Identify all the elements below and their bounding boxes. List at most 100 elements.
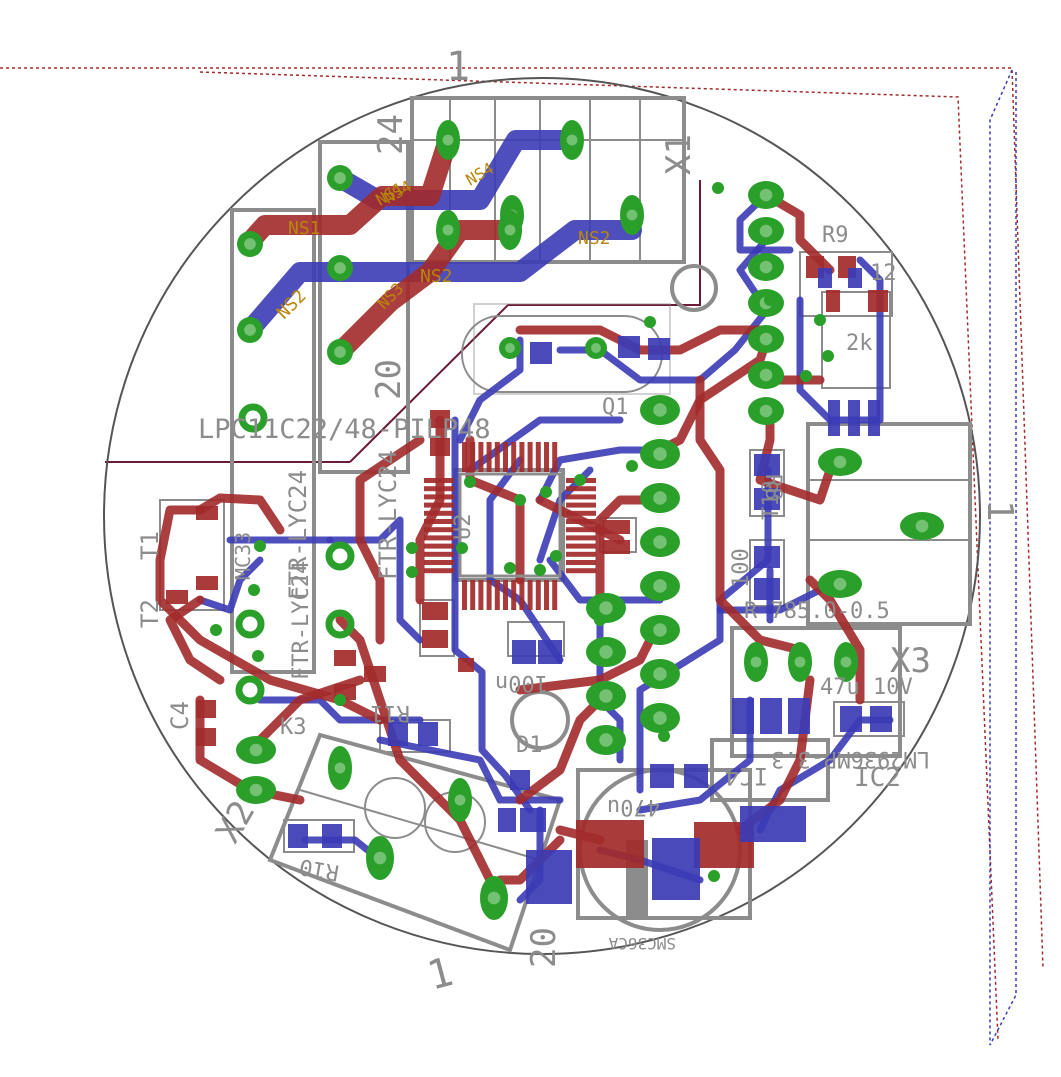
- mark-bottom: 1: [423, 949, 458, 1000]
- header-j-pad-hole: [759, 260, 773, 274]
- connector-a-pin: [235, 675, 265, 705]
- top-copper-traces: [155, 130, 865, 905]
- label-100n: 100n: [495, 670, 548, 695]
- mcu-pin-bottom: [552, 580, 558, 610]
- connector-b-pin: [327, 339, 353, 365]
- connector-a-pin: [235, 609, 265, 639]
- mcu-qfp48: [424, 442, 596, 610]
- mcu-pin-left: [424, 568, 454, 574]
- via: [456, 542, 468, 554]
- terminal-x1-pad: [436, 210, 460, 250]
- via: [658, 730, 670, 742]
- header-l-pad: [586, 637, 626, 667]
- terminal-x2-pad: [366, 836, 394, 880]
- mcu-pin-right: [566, 519, 596, 524]
- via: [464, 476, 476, 488]
- terminal-x1-pad-hole: [626, 209, 638, 221]
- crystal-pad: [585, 337, 607, 359]
- silkscreen-labels: 1 1 1 X1 X2 X3 24 20 20 LPC11C22/48-PILP…: [136, 44, 1020, 1000]
- mcu-pin-left: [424, 486, 454, 492]
- mcu-pin-left: [424, 527, 454, 533]
- via: [534, 564, 546, 576]
- header-l-pad-hole: [599, 689, 613, 703]
- label-100: 100: [729, 548, 754, 588]
- mcu-pin-bottom: [535, 580, 541, 610]
- mcu-pin-bottom: [478, 580, 484, 610]
- mcu-pin-top: [462, 442, 467, 472]
- mcu-pin-right: [566, 502, 596, 508]
- header-k-pad-hole: [653, 491, 667, 505]
- via: [644, 316, 656, 328]
- mcu-pin-left: [424, 494, 454, 500]
- connector-b-pin: [325, 609, 355, 639]
- label-t1: T1: [136, 531, 164, 560]
- via: [248, 584, 260, 596]
- mcu-pin-bottom: [470, 580, 476, 610]
- mcu-pin-right: [566, 568, 596, 574]
- header-j-pad-hole: [759, 368, 773, 382]
- header-k-pad-hole: [653, 403, 667, 417]
- connector-b-pin: [327, 255, 353, 281]
- terminal-x2-pad: [236, 776, 276, 804]
- mcu-pin-left: [424, 551, 454, 557]
- header-k-pad-hole: [653, 623, 667, 637]
- regulator-pad: [744, 642, 768, 682]
- mcu-pin-left: [424, 560, 454, 565]
- label-lm: LM2936MP-3.3: [771, 746, 930, 771]
- terminal-x2-pad-hole: [334, 762, 346, 774]
- mcu-pin-top: [478, 442, 484, 472]
- regulator-pad-hole: [840, 656, 852, 668]
- via: [712, 182, 724, 194]
- via: [254, 540, 266, 552]
- connector-b-pin-hole: [334, 346, 346, 358]
- terminal-x1-pad: [436, 120, 460, 160]
- mcu-pin-right: [566, 510, 596, 516]
- mark-right: 1: [979, 500, 1020, 522]
- label-q1: Q1: [602, 395, 629, 420]
- header-k-pad: [640, 527, 680, 557]
- mcu-pin-left: [424, 543, 454, 549]
- mcu-pin-bottom: [462, 580, 467, 610]
- via: [800, 370, 812, 382]
- via: [514, 494, 526, 506]
- label-ftr-b: FTR-LYC24: [374, 450, 402, 580]
- via: [814, 314, 826, 326]
- via: [540, 486, 552, 498]
- label-ftr-mid: FTR-LYC24: [289, 561, 314, 680]
- header-j-pad: [748, 397, 784, 425]
- mark-top: 1: [446, 44, 470, 90]
- net-ns2-c: NS2: [578, 228, 611, 249]
- label-470u: 470u: [607, 794, 660, 819]
- mcu-pin-right: [566, 560, 596, 565]
- header-k-pad: [640, 395, 680, 425]
- terminal-x3-pad-hole: [833, 577, 847, 591]
- terminal-x3-pad: [900, 512, 944, 540]
- via: [708, 870, 720, 882]
- label-r8: R8: [760, 474, 785, 501]
- terminal-x3-pad-hole: [915, 519, 929, 533]
- terminal-x1-pad: [498, 210, 522, 250]
- terminal-x2-pad-hole: [454, 794, 466, 806]
- header-l-pad: [586, 681, 626, 711]
- label-conn-24: 24: [371, 114, 411, 155]
- header-k-pad-hole: [653, 447, 667, 461]
- mcu-pin-bottom: [494, 580, 500, 610]
- label-2k: 2k: [846, 331, 873, 356]
- smd-pads: [166, 256, 892, 904]
- label-x3: X3: [890, 641, 931, 681]
- crystal-pad-hole: [505, 343, 515, 353]
- terminal-x2-pad: [236, 736, 276, 764]
- connector-a-pin-hole: [244, 238, 256, 250]
- mcu-pin-top: [494, 442, 500, 472]
- terminal-x3-pad-hole: [833, 455, 847, 469]
- header-k-pad: [640, 483, 680, 513]
- label-mc33: MC33: [231, 532, 255, 580]
- mcu-body: [458, 472, 562, 578]
- label-x1: X1: [659, 134, 699, 175]
- net-labels: NS1 NS1 NS2 NS2 NS2 NS3 NS4 NS4: [273, 159, 611, 324]
- label-conn-20b: 20: [524, 927, 564, 968]
- terminal-x1-pad-hole: [566, 134, 578, 146]
- mcu-pin-top: [511, 442, 517, 472]
- regulator-pad: [834, 642, 858, 682]
- header-k-pad: [640, 439, 680, 469]
